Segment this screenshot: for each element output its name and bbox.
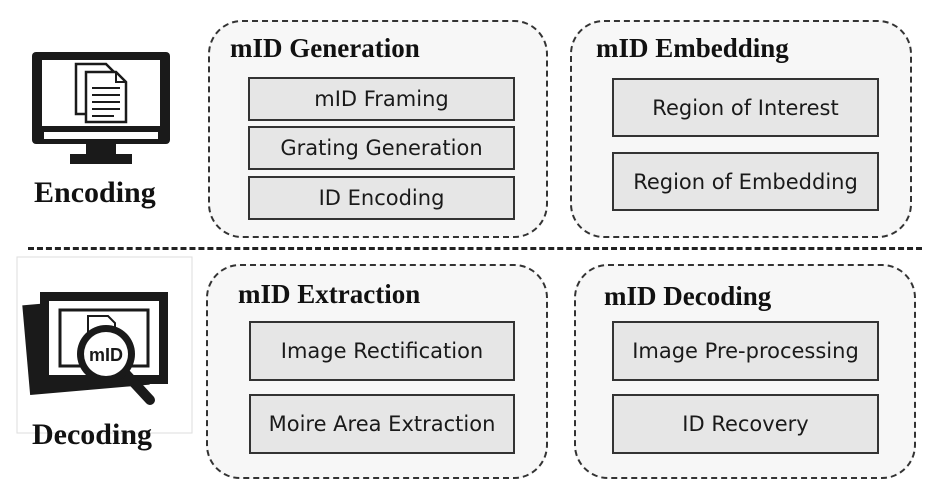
section-divider: [28, 247, 922, 250]
monitor-document-icon: [32, 52, 170, 164]
id-encoding-step: ID Encoding: [248, 176, 515, 220]
moire-area-extraction-step: Moire Area Extraction: [249, 394, 515, 454]
encoding-label: Encoding: [34, 176, 156, 209]
mid-generation-title: mID Generation: [230, 33, 420, 63]
image-preprocessing-step: Image Pre-processing: [612, 321, 879, 381]
photo-magnifier-icon: mID: [16, 256, 193, 434]
mid-framing-step: mID Framing: [248, 77, 515, 121]
mid-decoding-title: mID Decoding: [604, 281, 772, 311]
mid-embedding-title: mID Embedding: [596, 33, 789, 63]
region-of-interest-step: Region of Interest: [612, 78, 879, 137]
image-rectification-step: Image Rectification: [249, 321, 515, 381]
region-of-embedding-step: Region of Embedding: [612, 152, 879, 211]
id-recovery-step: ID Recovery: [612, 394, 879, 454]
magnifier-text: mID: [89, 345, 123, 365]
decoding-label: Decoding: [32, 418, 152, 451]
mid-extraction-title: mID Extraction: [238, 279, 421, 309]
grating-generation-step: Grating Generation: [248, 126, 515, 170]
